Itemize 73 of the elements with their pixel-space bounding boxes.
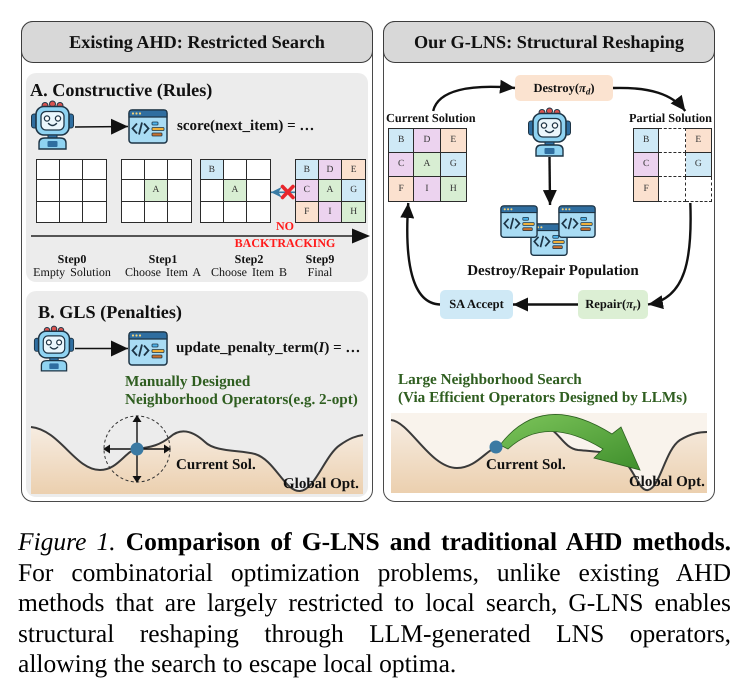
item-cell: A [414, 152, 441, 178]
process-box: SA Accept [440, 290, 513, 319]
step-label: Step1 [148, 253, 178, 266]
item-cell: D [318, 159, 342, 180]
step-label: Step2 [234, 253, 264, 266]
step-caption: Empty Solution [33, 266, 111, 279]
item-cell: B [633, 128, 660, 153]
robot-icon [527, 107, 572, 157]
process-box: Destroy(π$_{d}$) [515, 75, 613, 101]
solution-grid [36, 159, 107, 223]
formula-text: update_penalty_term(I) = … [176, 339, 360, 357]
arrow [612, 86, 686, 112]
solution-grid [200, 159, 271, 223]
item-cell: D [414, 128, 441, 153]
item-cell: E [440, 128, 467, 153]
point-label: Current Sol. [486, 457, 566, 474]
arrow [400, 202, 440, 306]
arrow [271, 186, 295, 198]
comparison-panel [21, 21, 373, 502]
step-caption: Final [308, 266, 332, 279]
step-caption: Choose Item A [125, 266, 201, 279]
panel-header: Our G-LNS: Structural Reshaping [383, 21, 715, 63]
item-cell: I [414, 177, 441, 202]
step-label: Step0 [58, 253, 86, 266]
item-cell: E [342, 159, 366, 180]
item-cell: I [318, 202, 342, 223]
item-cell: F [388, 177, 414, 202]
step-caption: Choose Item B [211, 266, 287, 279]
item-cell: C [388, 152, 414, 178]
arrow [648, 202, 692, 308]
robot-icon [30, 100, 75, 150]
item-cell: G [342, 180, 366, 202]
solution-grid [295, 159, 366, 223]
item-cell: B [388, 128, 414, 153]
panel-header: Existing AHD: Restricted Search [21, 21, 373, 63]
item-cell: G [686, 152, 712, 178]
step-label: Step9 [306, 253, 334, 266]
formula-text: score(next_item) = … [177, 117, 314, 135]
operator-note: Neighborhood Operators(e.g. 2-opt) [125, 391, 358, 409]
code-window-icon [128, 109, 168, 144]
operator-note: Large Neighborhood Search [398, 371, 582, 389]
item-cell: F [633, 177, 660, 202]
item-cell: B [200, 159, 224, 180]
section-title: B. GLS (Penalties) [38, 302, 182, 322]
item-cell: A [224, 180, 248, 202]
operator-note: Manually Designed [125, 373, 250, 391]
arrow [542, 156, 557, 206]
arrow [432, 80, 516, 112]
item-cell: A [144, 180, 168, 202]
section-card [26, 73, 368, 282]
arrow [75, 118, 128, 135]
arrow [513, 298, 578, 312]
solution-grid [121, 159, 192, 223]
robot-icon [33, 325, 75, 372]
item-cell: A [318, 180, 342, 202]
item-cell: C [633, 152, 660, 178]
arrow [75, 340, 128, 356]
section-title: A. Constructive (Rules) [30, 80, 212, 100]
item-cell: H [440, 177, 467, 202]
item-cell: H [342, 202, 366, 223]
process-box: Repair(π$_{r}$) [578, 290, 648, 319]
item-cell: G [440, 152, 467, 178]
item-cell: F [295, 202, 319, 223]
grid-heading: Current Solution [386, 111, 476, 125]
item-cell: E [686, 128, 712, 153]
grid-heading: Partial Solution [629, 111, 712, 125]
code-window-icon [128, 331, 168, 366]
item-cell: C [295, 180, 319, 202]
point-label: Current Sol. [176, 457, 256, 474]
operator-note: (Via Efficient Operators Designed by LLMs) [398, 389, 688, 407]
figure-caption: Figure 1. Comparison of G-LNS and traditional AHD methods. For combinatorial optimization problems, unlike existing AHD methods that are largely restricted to local search, G-LNS enables structural reshaping through LLM-generated LNS operators, allowing the search to escape local optima. [18, 527, 731, 680]
item-cell: B [295, 159, 319, 180]
population-label: Destroy/Repair Population [467, 262, 639, 280]
